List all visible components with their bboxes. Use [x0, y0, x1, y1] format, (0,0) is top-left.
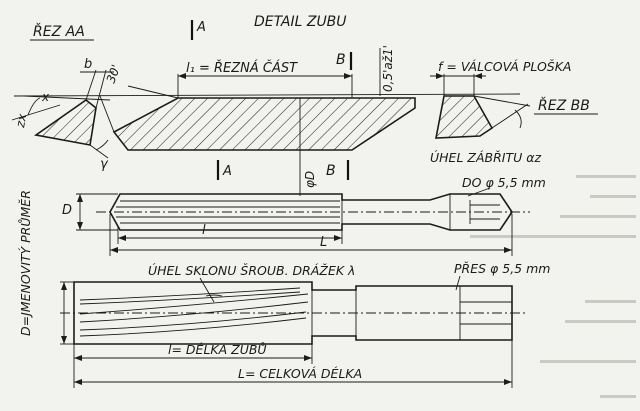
clearance-angle-label: ÚHEL ZÁBŘITU αz	[430, 150, 541, 165]
spiral-reamer-group: PŘES φ 5,5 mm ÚHEL SKLONU ŠROUB. DRÁŽEK …	[18, 190, 550, 388]
detail-title: DETAIL ZUBU	[254, 14, 347, 30]
cut-a-bottom-label: A	[222, 164, 232, 179]
nominal-diameter-label: D=JMENOVITÝ PRŮMĚR	[18, 190, 33, 336]
cylindrical-land-label: f = VÁLCOVÁ PLOŠKA	[438, 59, 571, 74]
section-bb-title: ŘEZ BB	[538, 97, 590, 114]
tooth-length-label: l= DÉLKA ZUBŮ	[168, 342, 267, 357]
dim-x-label: x	[41, 90, 50, 104]
dim-d-left-label: D	[62, 203, 72, 218]
background-bleed	[470, 175, 636, 398]
cutting-part-label: l₁ = ŘEZNÁ ČÁST	[186, 60, 298, 76]
diameter-phi-d-label: φD	[303, 171, 317, 188]
angle-30-label: 30'	[104, 63, 124, 85]
tooth-detail-group: 30' l₁ = ŘEZNÁ ČÁST B 0,5'až1'	[13, 45, 521, 151]
angle-05-label: 0,5'až1'	[381, 45, 395, 92]
section-bb-profile	[435, 95, 494, 139]
section-aa-title: ŘEZ AA	[33, 23, 85, 40]
section-bb-group: f = VÁLCOVÁ PLOŠKA ŘEZ BB ÚHEL ZÁBŘITU α…	[430, 59, 598, 165]
section-aa-profile	[33, 99, 97, 146]
section-aa-group: ŘEZ AA b x zx γ	[11, 23, 114, 172]
dim-l-small-label: l	[202, 223, 206, 238]
cut-b-bottom-label: B	[326, 163, 336, 179]
shank-over-label: PŘES φ 5,5 mm	[454, 261, 550, 276]
cut-b-top-label: B	[336, 52, 346, 68]
dim-b-label: b	[84, 57, 92, 72]
tooth-profile	[112, 97, 416, 151]
cut-a-top-label: A	[196, 20, 206, 35]
straight-reamer-group: DO φ 5,5 mm D l L	[62, 175, 546, 256]
dim-l-total-label: L	[320, 235, 327, 250]
dim-zx-label: zx	[13, 112, 29, 129]
shank-up-to-label: DO φ 5,5 mm	[462, 175, 546, 190]
total-length-label: L= CELKOVÁ DÉLKA	[238, 366, 362, 381]
helix-angle-label: ÚHEL SKLONU ŠROUB. DRÁŽEK λ	[148, 263, 355, 278]
dim-gamma-label: γ	[100, 157, 109, 172]
